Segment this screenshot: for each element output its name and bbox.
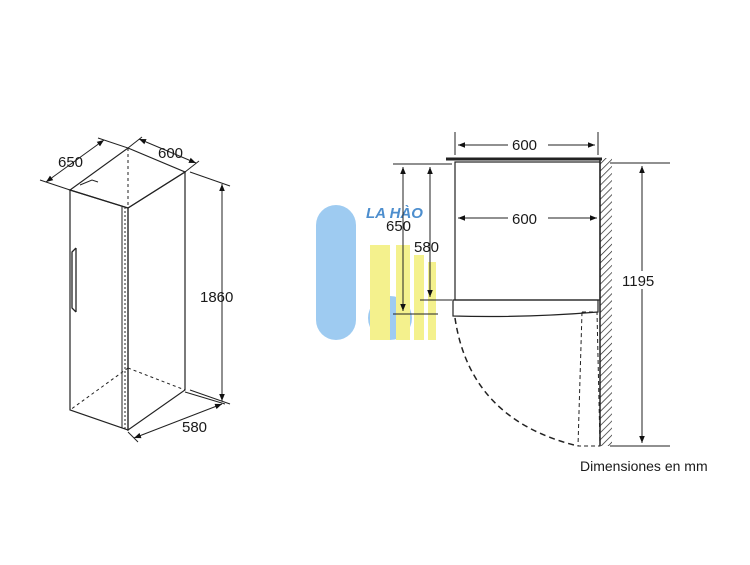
label-depth-650: 650 — [58, 154, 83, 171]
ext-line-650-b — [97, 137, 129, 149]
ext-line-580-b — [184, 391, 226, 405]
wall-hatch — [600, 158, 612, 446]
watermark-yellow-bar-1 — [370, 245, 390, 340]
label-depth-650: 650 — [386, 218, 411, 235]
label-top-600: 600 — [512, 137, 537, 154]
dim-line-650 — [45, 139, 105, 183]
fridge-3d-labels: 650 600 1860 580 — [58, 145, 233, 436]
door-swing-arc — [454, 317, 579, 447]
dim-line-580 — [133, 403, 223, 439]
label-depth-580: 580 — [414, 239, 439, 256]
door-handle — [71, 247, 77, 313]
fridge-body-plan — [454, 161, 601, 301]
ext-line-600-a — [127, 136, 143, 149]
label-base-depth-580: 580 — [182, 419, 207, 436]
fridge-hidden-edge-right — [127, 367, 186, 391]
units-caption: Dimensiones en mm — [580, 458, 708, 474]
top-view-plan — [393, 132, 670, 447]
ext-line-1860-bottom — [189, 389, 231, 405]
watermark-text: LA HÀO — [366, 205, 423, 222]
open-door-outline — [577, 311, 601, 447]
fridge-3d-view — [39, 136, 231, 443]
ext-line-650-a — [39, 179, 71, 191]
fridge-hidden-edge-left — [69, 367, 129, 411]
watermark-blue-bar — [316, 205, 356, 340]
label-width-600: 600 — [158, 145, 183, 162]
watermark-yellow-bar-4 — [428, 262, 436, 340]
label-inner-600: 600 — [512, 211, 537, 228]
dim-line-600 — [138, 138, 197, 164]
watermark-yellow-bar-3 — [414, 255, 424, 340]
fridge-front-face — [69, 189, 129, 431]
fridge-side-face — [127, 170, 186, 432]
ext-line-1860-top — [189, 171, 231, 187]
label-height-1860: 1860 — [200, 289, 233, 306]
label-bg-top-600 — [508, 136, 548, 154]
label-swing-1195: 1195 — [622, 273, 654, 290]
label-bg-inner-600 — [508, 209, 548, 227]
label-bg-1195 — [620, 271, 664, 289]
ext-line-600-b — [184, 160, 200, 173]
watermark-logo: LA HÀO — [316, 205, 436, 340]
ext-line-580-a — [127, 431, 139, 443]
top-view-labels: 600 600 650 580 1195 Dimensiones en mm — [386, 136, 708, 474]
door-slab-plan — [452, 299, 599, 318]
